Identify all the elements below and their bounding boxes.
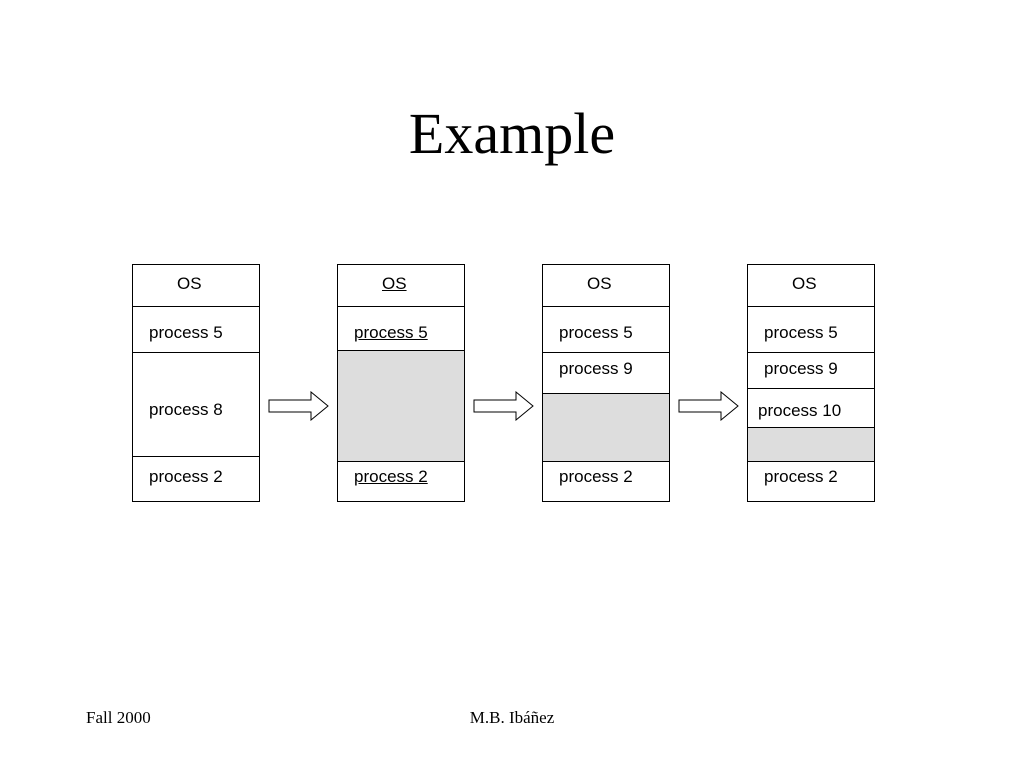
process-segment: process 5 — [748, 306, 874, 352]
footer-date: Fall 2000 — [86, 708, 151, 727]
os-segment: OS — [748, 265, 874, 306]
segment-label: process 5 — [764, 323, 838, 342]
process-segment: process 5 — [133, 306, 259, 352]
process-segment: process 2 — [133, 456, 259, 501]
slide-title: Example — [408, 101, 616, 166]
process-segment: process 2 — [748, 461, 874, 501]
segment-label: process 8 — [149, 400, 223, 419]
memory-state-3: OS process 5 process 9 process 2 — [542, 264, 670, 502]
process-segment: process 5 — [543, 306, 669, 352]
segment-label: OS — [587, 274, 612, 293]
arrow-right-icon — [473, 391, 534, 421]
segment-label: process 2 — [354, 467, 428, 486]
segment-label: process 5 — [559, 323, 633, 342]
segment-label: process 2 — [149, 467, 223, 486]
process-segment: process 8 — [133, 352, 259, 456]
free-hole — [338, 350, 464, 461]
process-segment: process 9 — [543, 352, 669, 393]
arrow-right-icon — [268, 391, 329, 421]
arrow-right-icon — [678, 391, 739, 421]
os-segment: OS — [338, 265, 464, 306]
free-hole — [543, 393, 669, 461]
memory-state-4: OS process 5 process 9 process 10 proces… — [747, 264, 875, 502]
segment-label: process 5 — [149, 323, 223, 342]
memory-state-1: OS process 5 process 8 process 2 — [132, 264, 260, 502]
os-segment: OS — [543, 265, 669, 306]
process-segment: process 9 — [748, 352, 874, 388]
segment-label: process 10 — [758, 401, 842, 420]
os-segment: OS — [133, 265, 259, 306]
segment-label: OS — [382, 274, 407, 293]
segment-label: OS — [177, 274, 202, 293]
segment-label: process 2 — [764, 467, 838, 486]
segment-label: OS — [792, 274, 817, 293]
memory-state-2: OS process 5 process 2 — [337, 264, 465, 502]
segment-label: process 2 — [559, 467, 633, 486]
free-hole — [748, 427, 874, 461]
process-segment: process 10 — [748, 388, 874, 427]
segment-label: process 9 — [764, 359, 838, 378]
segment-label: process 9 — [559, 359, 633, 378]
process-segment: process 2 — [338, 461, 464, 501]
segment-label: process 5 — [354, 323, 428, 342]
process-segment: process 5 — [338, 306, 464, 350]
process-segment: process 2 — [543, 461, 669, 501]
footer-author: M.B. Ibáñez — [469, 708, 555, 727]
